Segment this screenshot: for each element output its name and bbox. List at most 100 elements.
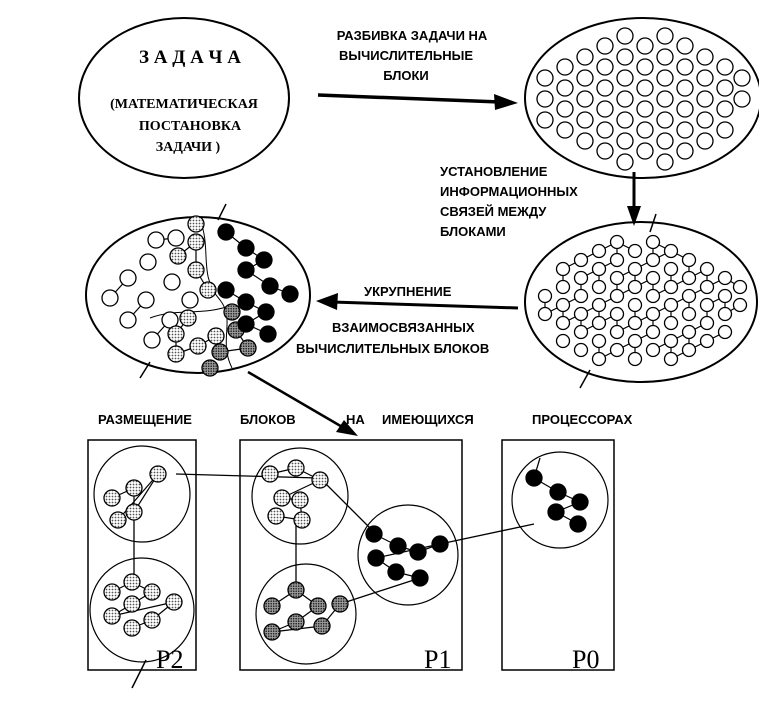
block-node <box>616 153 634 171</box>
block-node <box>167 325 185 343</box>
block-node <box>663 333 679 349</box>
arrow-placement <box>247 370 358 436</box>
block-node <box>573 270 589 286</box>
block-node <box>573 252 589 268</box>
block-node <box>103 607 121 625</box>
placement-blocks-group <box>103 459 589 641</box>
block-node <box>717 324 733 340</box>
block-node <box>616 69 634 87</box>
block-node <box>237 261 255 279</box>
block-node <box>616 132 634 150</box>
block-node <box>609 270 625 286</box>
processor-p2: P2 <box>87 439 197 674</box>
block-node <box>411 569 429 587</box>
block-node <box>211 343 229 361</box>
placement-word-2: БЛОКОВ <box>240 412 296 427</box>
placement-word-3: НА <box>346 412 365 427</box>
block-node <box>109 511 127 529</box>
block-node <box>656 90 674 108</box>
processor-link <box>321 479 377 535</box>
block-node <box>609 342 625 358</box>
block-node <box>201 359 219 377</box>
block-node <box>165 593 183 611</box>
block-node <box>699 315 715 331</box>
arrow-merge <box>316 293 519 310</box>
block-node <box>569 515 587 533</box>
block-node <box>627 261 643 277</box>
block-node <box>555 315 571 331</box>
block-node <box>237 293 255 311</box>
block-node <box>596 58 614 76</box>
block-node <box>656 69 674 87</box>
block-node <box>181 291 199 309</box>
task-subtitle-line-3: ЗАДАЧИ ) <box>156 140 221 155</box>
block-node <box>676 37 694 55</box>
block-node <box>717 270 733 286</box>
block-node <box>676 142 694 160</box>
block-node <box>257 303 275 321</box>
block-node <box>663 243 679 259</box>
split-label-line-1: РАЗБИВКА ЗАДАЧИ НА <box>337 28 488 43</box>
block-node <box>716 79 734 97</box>
block-node <box>263 597 281 615</box>
block-node <box>556 100 574 118</box>
block-node <box>281 285 299 303</box>
arrow-split <box>317 93 518 110</box>
processor-p0-label: P0 <box>572 645 599 674</box>
placement-edge <box>375 543 441 559</box>
block-node <box>681 324 697 340</box>
block-node <box>547 503 565 521</box>
block-node <box>217 281 235 299</box>
block-node <box>309 597 327 615</box>
block-node <box>699 279 715 295</box>
task-title: З А Д А Ч А <box>139 47 241 68</box>
block-node <box>645 252 661 268</box>
block-node <box>591 315 607 331</box>
placement-word-4: ИМЕЮЩИХСЯ <box>382 412 474 427</box>
block-node <box>525 469 543 487</box>
block-node <box>681 270 697 286</box>
processor-p1: P1 <box>239 439 463 674</box>
block-node <box>311 471 329 489</box>
block-node <box>273 489 291 507</box>
block-node <box>313 617 331 635</box>
processor-link <box>339 577 421 605</box>
block-node <box>293 511 311 529</box>
task-subtitle-line-1: (МАТЕМАТИЧЕСКАЯ <box>110 97 258 112</box>
block-node <box>696 111 714 129</box>
block-node <box>331 595 349 613</box>
block-node <box>367 549 385 567</box>
split-blocks-group <box>536 27 751 171</box>
block-node <box>536 111 554 129</box>
block-node <box>656 27 674 45</box>
block-node <box>716 121 734 139</box>
block-node <box>636 79 654 97</box>
block-node <box>103 489 121 507</box>
block-node <box>733 69 751 87</box>
block-node <box>699 297 715 313</box>
block-node <box>167 229 185 247</box>
block-node <box>696 90 714 108</box>
links-label-line-2: ИНФОРМАЦИОННЫХ <box>440 184 578 199</box>
block-node <box>123 595 141 613</box>
block-node <box>663 351 679 367</box>
block-node <box>143 583 161 601</box>
block-node <box>591 351 607 367</box>
links-label-line-3: СВЯЗЕЙ МЕЖДУ <box>440 204 547 219</box>
block-node <box>409 543 427 561</box>
block-node <box>645 270 661 286</box>
block-node <box>287 581 305 599</box>
block-node <box>676 121 694 139</box>
block-node <box>627 279 643 295</box>
block-node <box>199 281 217 299</box>
block-node <box>573 342 589 358</box>
block-node <box>645 234 661 250</box>
block-node <box>591 333 607 349</box>
block-node <box>125 503 143 521</box>
block-node <box>536 90 554 108</box>
block-node <box>571 493 589 511</box>
split-label-line-2: ВЫЧИСЛИТЕЛЬНЫЕ <box>339 48 473 63</box>
tick-mark <box>131 659 147 689</box>
block-node <box>656 132 674 150</box>
